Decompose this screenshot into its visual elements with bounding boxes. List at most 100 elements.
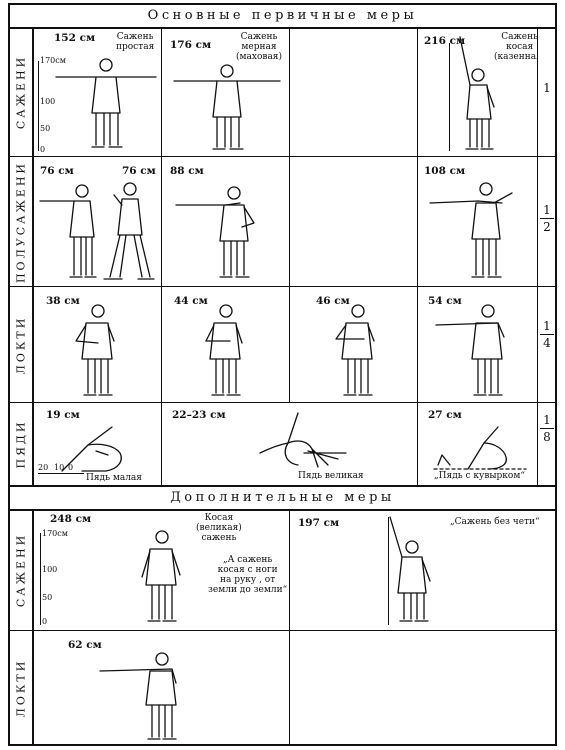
measure-value: 62 см	[68, 639, 102, 651]
hand-span-small-icon	[61, 426, 122, 472]
height-rod	[388, 517, 389, 625]
figure-arm-raised-icon	[389, 516, 431, 622]
row-label-polusazheni: ПОЛУСАЖЕНИ	[10, 157, 34, 287]
row-label-text: ЛОКТИ	[14, 658, 28, 717]
measure-value: 27 см	[428, 409, 462, 421]
cell-pyad-velikaya: 22–23 см Пядь великая	[162, 403, 418, 487]
header-main: Основные первичные меры	[10, 5, 555, 29]
hand-span-flip-icon	[433, 426, 527, 470]
fraction-denominator: 8	[543, 430, 551, 444]
row-label-lokti-additional: ЛОКТИ	[10, 631, 34, 744]
cell-polusazhen-pair: 76 см 76 см	[34, 157, 162, 287]
measure-value: 88 см	[170, 165, 204, 177]
measure-value: 19 см	[46, 409, 80, 421]
cell-empty	[290, 157, 418, 287]
measure-caption: Пядь великая	[298, 471, 364, 481]
scale-label-zero: 0	[40, 145, 46, 154]
measure-value: 108 см	[424, 165, 466, 177]
header-additional: Дополнительные меры	[10, 487, 555, 511]
measure-value: 76 см	[122, 165, 156, 177]
row-label-text: ЛОКТИ	[14, 315, 28, 374]
row-label-lokti: ЛОКТИ	[10, 287, 34, 403]
cell-lokot-54: 54 см	[418, 287, 538, 403]
height-rod	[449, 43, 450, 151]
scale-line	[40, 533, 41, 625]
figure-standing-staff-icon	[141, 530, 181, 622]
figure-arm-outstretched-icon	[175, 186, 255, 278]
cell-polusazhen-88: 88 см	[162, 157, 290, 287]
measure-caption: Пядь малая	[86, 473, 142, 483]
measures-sheet: Основные первичные меры САЖЕНИ ПОЛУСАЖЕН…	[8, 3, 557, 746]
cell-bez-cheti: 197 см „Сажень без чети“	[290, 509, 555, 631]
figure-forearm-icon	[75, 304, 115, 396]
cell-polusazhen-108: 108 см	[418, 157, 538, 287]
figure-forearm-icon	[205, 304, 243, 396]
cell-pyad-kuvyrok: 27 см „Пядь с кувырком“	[418, 403, 538, 487]
cell-lokot-46: 46 см	[290, 287, 418, 403]
figure-arms-wide-icon	[173, 64, 281, 150]
row-label-text: САЖЕНИ	[14, 54, 28, 129]
measure-value: 46 см	[316, 295, 350, 307]
measure-caption: Косая(великая)сажень	[196, 513, 242, 543]
figure-arm-raised-icon	[459, 36, 495, 150]
measure-value: 76 см	[40, 165, 74, 177]
fraction-numerator: 1	[543, 203, 551, 217]
fraction-one: 1	[543, 81, 551, 95]
row-label-sazheni-additional: САЖЕНИ	[10, 509, 34, 631]
measure-caption: „Пядь с кувырком“	[434, 471, 525, 481]
figure-arm-to-shoulder-icon	[99, 652, 177, 740]
fraction-numerator: 1	[543, 413, 551, 427]
scale-span-b: 10	[54, 463, 65, 472]
cell-pyad-malaya: 19 см 20 10 0 Пядь малая	[34, 403, 162, 487]
figure-forearm-icon	[335, 304, 375, 396]
measure-caption: „Сажень без чети“	[450, 517, 540, 527]
scale-label-low: 50	[40, 124, 51, 133]
figure-arm-to-shoulder-icon	[429, 182, 513, 278]
fraction-denominator: 2	[543, 220, 551, 234]
cell-fraction: 1	[538, 27, 555, 157]
measure-value: 44 см	[174, 295, 208, 307]
scale-label-zero: 0	[42, 617, 48, 626]
measure-value: 216 см	[424, 35, 466, 47]
row-label-sazheni: САЖЕНИ	[10, 27, 34, 157]
scale-label-mid: 100	[42, 565, 58, 574]
span-scale-line	[38, 473, 84, 474]
scale-label-top: 170см	[40, 56, 66, 65]
row-label-text: САЖЕНИ	[14, 532, 28, 607]
row-label-text: ПЯДИ	[14, 419, 28, 469]
scale-label-low: 50	[42, 593, 53, 602]
cell-lokot-62: 62 см	[34, 631, 290, 744]
scale-line	[38, 61, 39, 151]
measure-value: 152 см	[54, 32, 96, 44]
cell-lokot-44: 44 см	[162, 287, 290, 403]
measure-value: 176 см	[170, 39, 212, 51]
figure-arms-spread-icon	[55, 58, 157, 148]
figure-pair-measuring-icon	[39, 182, 155, 280]
row-label-pyadi: ПЯДИ	[10, 403, 34, 487]
measure-value: 54 см	[428, 295, 462, 307]
cell-empty	[290, 631, 555, 744]
measure-value: 38 см	[46, 295, 80, 307]
scale-span-a: 20	[38, 463, 49, 472]
scale-label-mid: 100	[40, 97, 56, 106]
hand-span-large-icon	[259, 412, 347, 468]
cell-empty	[290, 27, 418, 157]
fraction-denominator: 4	[543, 336, 551, 350]
measure-value: 248 см	[50, 513, 92, 525]
measure-value: 197 см	[298, 517, 340, 529]
cell-lokot-38: 38 см	[34, 287, 162, 403]
